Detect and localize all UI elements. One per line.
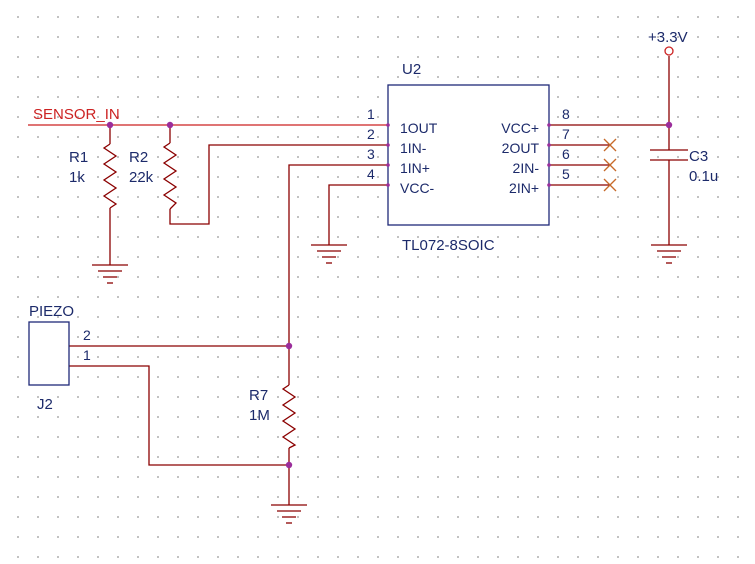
- u2-pin-name-2in-plus: 2IN+: [509, 180, 539, 196]
- j2-pin-num-1: 1: [83, 347, 91, 363]
- power-port-3v3: +3.3V: [648, 29, 688, 56]
- junctions: [106, 121, 673, 469]
- c3-value: 0.1u: [689, 168, 718, 185]
- connector-j2: PIEZO J2 2 1: [28, 303, 91, 413]
- u2-pin-num-3: 3: [367, 146, 375, 162]
- u2-pin-num-2: 2: [367, 126, 375, 142]
- j2-value: PIEZO: [29, 303, 74, 320]
- junction-dot: [106, 121, 114, 129]
- no-connect-icon: [603, 138, 617, 152]
- u2-pin-name-2out: 2OUT: [502, 140, 540, 156]
- r2-value: 22k: [129, 169, 154, 186]
- u2-pin-name-vcc-plus: VCC+: [501, 120, 539, 136]
- ground-icon: [92, 264, 128, 284]
- resistor-r1: R1 1k: [69, 143, 118, 209]
- junction-dot: [285, 461, 293, 469]
- u2-pin-num-5: 5: [562, 166, 570, 182]
- u2-pin-num-7: 7: [562, 126, 570, 142]
- capacitor-c3: C3 0.1u: [650, 148, 718, 185]
- r2-ref: R2: [129, 149, 148, 166]
- resistor-zigzag-icon: [162, 142, 178, 210]
- u2-pin-name-1out: 1OUT: [400, 120, 438, 136]
- no-connect-icon: [603, 158, 617, 172]
- u2-body: [387, 84, 550, 226]
- u2-pin-name-1in-minus: 1IN-: [400, 140, 427, 156]
- junction-dot: [665, 121, 673, 129]
- capacitor-icon: [650, 149, 688, 161]
- u2-pin-num-8: 8: [562, 106, 570, 122]
- c3-ref: C3: [689, 148, 708, 165]
- net-label-sensor-in: SENSOR_IN: [33, 106, 120, 123]
- r7-value: 1M: [249, 407, 270, 424]
- u2-pin-name-vcc-minus: VCC-: [400, 180, 435, 196]
- u2-pin-num-1: 1: [367, 106, 375, 122]
- resistor-r2: R2 22k: [129, 142, 178, 210]
- junction-dot: [166, 121, 174, 129]
- u2-ref: U2: [402, 61, 421, 78]
- power-label: +3.3V: [648, 29, 688, 46]
- j2-body: [28, 321, 70, 386]
- u2-pin-num-6: 6: [562, 146, 570, 162]
- no-connect-markers: [603, 138, 617, 192]
- resistor-r7: R7 1M: [249, 384, 297, 449]
- ground-icon: [271, 504, 307, 524]
- j2-pin-num-2: 2: [83, 327, 91, 343]
- u2-pin-num-4: 4: [367, 166, 375, 182]
- pin-end-dots: [386, 123, 551, 187]
- ground-icon: [311, 244, 347, 264]
- resistor-zigzag-icon: [102, 143, 118, 209]
- wires: [28, 56, 670, 505]
- ground-icon: [651, 244, 687, 264]
- junction-dot: [285, 342, 293, 350]
- power-port-circle-icon: [664, 46, 674, 56]
- resistor-zigzag-icon: [281, 384, 297, 449]
- u2-opamp: U2 TL072-8SOIC 1 2 3 4 1OUT 1IN- 1IN+ VC…: [367, 61, 570, 254]
- r1-ref: R1: [69, 149, 88, 166]
- u2-pin-name-1in-plus: 1IN+: [400, 160, 430, 176]
- u2-value: TL072-8SOIC: [402, 237, 495, 254]
- r1-value: 1k: [69, 169, 85, 186]
- r7-ref: R7: [249, 387, 268, 404]
- u2-pin-name-2in-minus: 2IN-: [513, 160, 540, 176]
- j2-ref: J2: [37, 396, 53, 413]
- no-connect-icon: [603, 178, 617, 192]
